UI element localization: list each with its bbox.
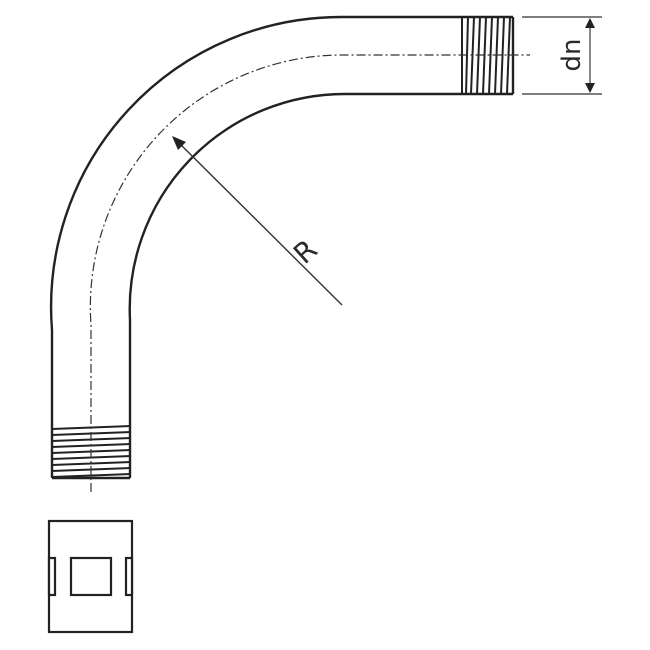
centerline [89, 54, 530, 492]
cross-section-view [47, 519, 134, 634]
diameter-label: dn [557, 38, 587, 72]
radius-dimension [172, 136, 343, 306]
thread-top [461, 16, 511, 95]
arrow-icon [172, 136, 186, 150]
pipe-outline [49, 15, 515, 480]
diameter-dimension [522, 16, 602, 95]
